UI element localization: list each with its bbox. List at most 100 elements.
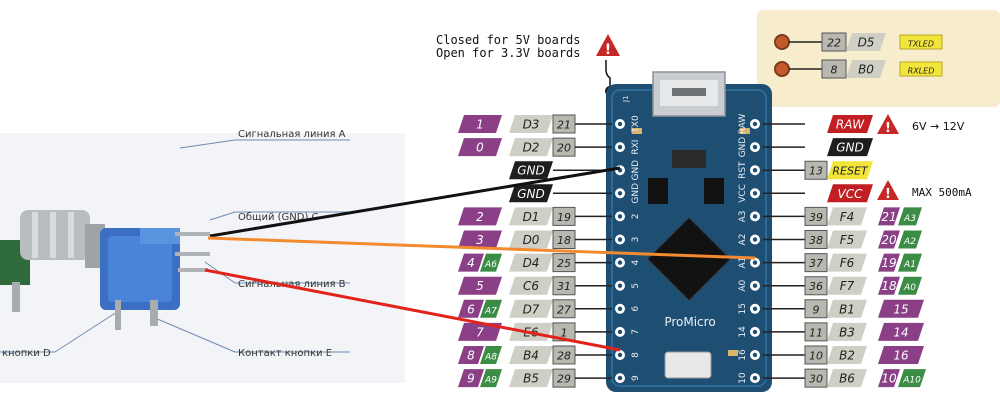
right-pin-row: GND [763,138,873,157]
port-tag-text: D1 [523,210,540,224]
port-tag: GND [509,184,553,203]
chip-pin-tag-text: 36 [809,280,823,293]
chip-pin-tag: 21 [552,114,576,134]
silk-left-label: TX0 [631,115,641,134]
port-tag: B6 [827,369,867,388]
arduino-pin-tag: 20 [878,230,900,249]
port-tag-text: RESET [832,165,869,178]
arduino-pin-tag: 4 [458,253,484,272]
port-tag: C6 [509,276,553,295]
silk-left-label: 8 [631,352,641,358]
chip-pin-tag-text: 13 [809,165,823,178]
arduino-pin-tag-text: 18 [881,279,897,293]
port-tag-text: GND [517,164,545,178]
silk-left-label: 3 [631,237,641,243]
arduino-pin-tag-text: 19 [881,256,896,270]
chip-pin-tag-text: 1 [561,326,568,339]
led-tag-text: RXLED [908,67,935,76]
port-tag-text: F4 [840,210,855,224]
analog-pin-tag: A10 [898,369,926,388]
silk-right-label: VCC [738,184,748,203]
analog-pin-tag-text: A1 [903,260,916,270]
chip-pin-tag: 20 [552,137,576,157]
port-tag-text: GND [517,187,545,201]
silk-right-label: A3 [738,210,748,222]
power-tag: GND [827,138,873,157]
wires [204,166,756,352]
port-tag-text: D7 [523,302,540,316]
silk-right-label: 15 [738,303,748,314]
analog-pin-tag: A9 [480,369,502,388]
arduino-pin-tag: 14 [878,322,924,341]
chip-pin-tag-text: 10 [809,350,823,363]
port-tag: RESET [827,161,873,180]
led-pad-icon [774,61,790,77]
chip-pin-tag: 10 [804,345,828,365]
chip-pin-tag: 31 [552,276,576,296]
chip-pin-tag-text: 22 [827,37,841,50]
silk-right-label: RAW [738,114,748,135]
power-tag-text: RAW [836,118,865,132]
chip-pin-tag: 13 [804,160,828,180]
port-tag: B5 [509,369,553,388]
analog-pin-tag-text: A8 [484,353,497,363]
port-tag: B2 [827,346,867,364]
arduino-pin-tag-text: 2 [476,210,484,224]
port-tag-text: B1 [839,302,855,316]
chip-pin-tag: 28 [552,345,576,365]
arduino-pin-tag: 8 [458,346,484,364]
arduino-pin-tag: 3 [458,230,502,249]
svg-text:!: ! [605,42,611,58]
silk-left-label: GND [631,160,641,181]
arduino-pin-tag-text: 10 [881,372,897,386]
encoder-label-b: Сигнальная линия B [238,279,346,290]
silk-left-label: 6 [631,306,641,312]
chip-pin-tag-text: 28 [557,350,571,363]
rotary-encoder-icon [0,210,210,330]
power-tag-text: VCC [838,187,864,201]
chip-pin-tag-text: 19 [557,211,571,224]
right-pin-row: VCC [763,184,873,203]
arduino-pin-tag: 6 [458,299,484,318]
port-tag-text: F7 [840,279,855,293]
port-tag-text: D2 [523,141,540,155]
arduino-pin-tag-text: 1 [476,118,484,132]
port-tag-text: B6 [839,372,855,386]
power-tag: VCC [827,184,873,203]
port-tag: B3 [827,322,867,341]
silk-left-label: 9 [631,375,641,381]
port-tag-text: B3 [839,325,855,339]
chip-pin-tag: 22 [821,32,847,52]
analog-pin-tag: A7 [480,299,502,318]
analog-pin-tag: A2 [898,230,922,249]
power-notes: ! 6V → 12V ! MAX 500mA [877,114,972,202]
silk-right-label: RST [738,161,748,179]
led-tag-text: TXLED [908,40,934,49]
silk-left-label: GND [631,183,641,204]
chip-pin-tag: 9 [804,299,828,319]
board-name: ProMicro [664,315,715,329]
silk-right-label: A1 [738,257,748,269]
note-closed-5v: Closed for 5V boards [436,33,581,47]
analog-pin-tag-text: A3 [903,214,916,224]
chip-pin-tag-text: 20 [557,142,571,155]
svg-text:!: ! [885,121,891,136]
chip-pin-tag-text: 37 [809,257,823,270]
arduino-pin-tag-text: 15 [893,302,908,316]
jumper-label: J1 [622,95,630,103]
arduino-pin-tag-text: 8 [467,349,475,363]
jumper-note: Closed for 5V boards Open for 3.3V board… [436,33,620,96]
